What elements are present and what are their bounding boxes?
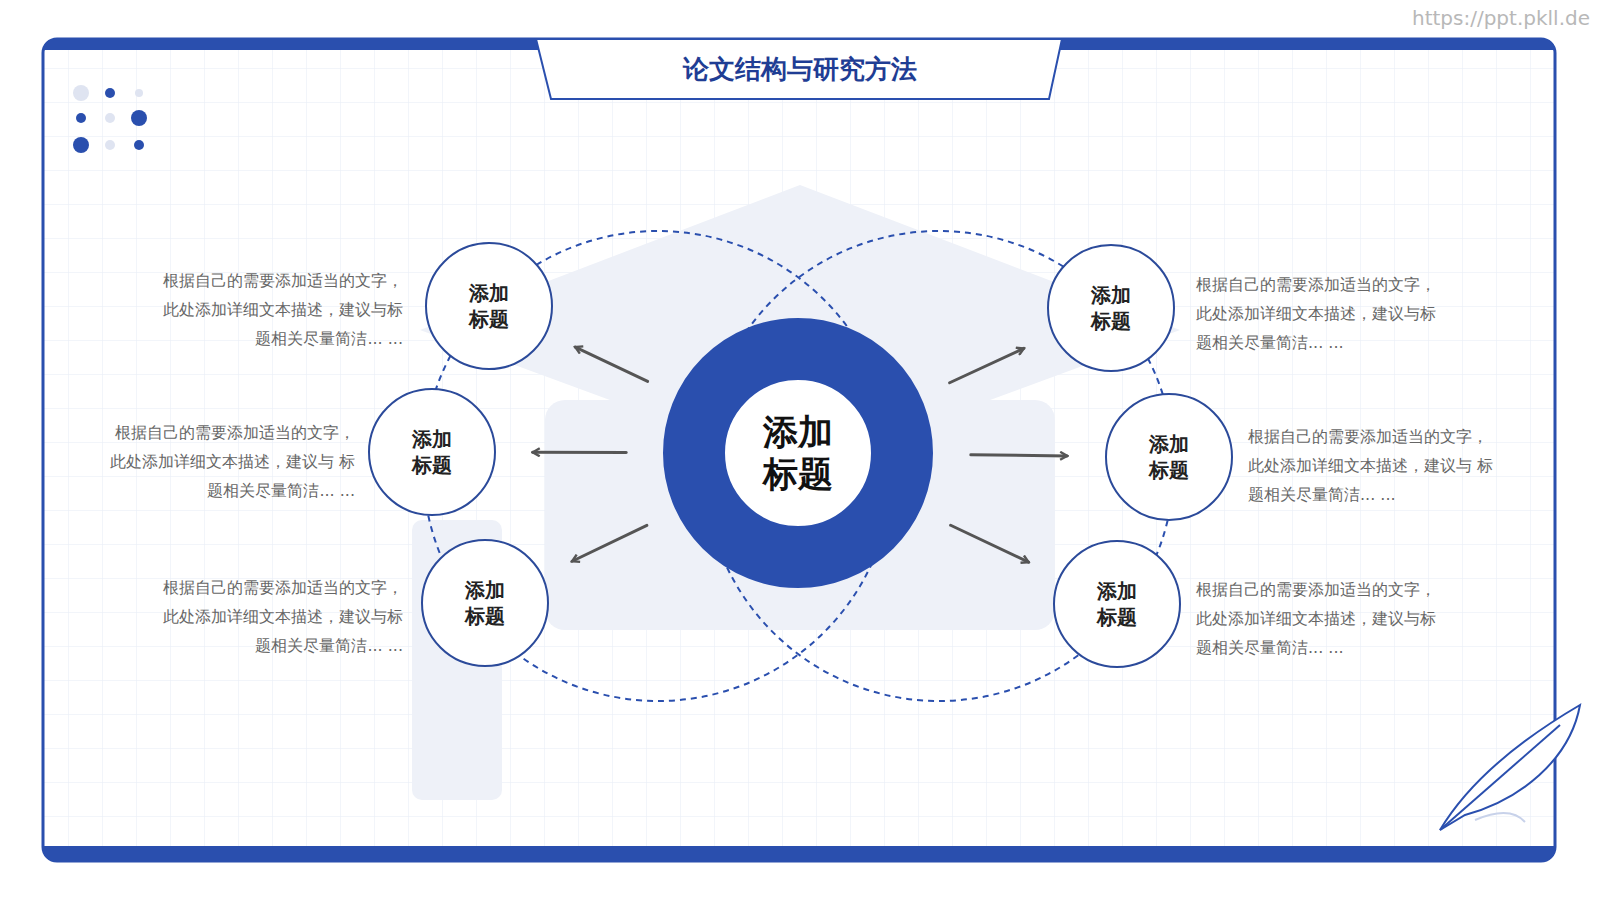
node-title: 添加 标题 [1093, 578, 1141, 630]
node-title: 添加 标题 [758, 411, 838, 495]
topic-circle: 添加 标题 [1047, 244, 1175, 372]
description-text: 根据自己的需要添加适当的文字， 此处添加详细文本描述，建议与标 题相关尽量简洁.… [151, 573, 403, 660]
slide-title: 论文结构与研究方法 [683, 52, 917, 87]
top-bar-right [1058, 39, 1555, 52]
node-title: 添加 标题 [461, 577, 509, 629]
arrow-connector [533, 451, 627, 454]
watermark: https://ppt.pkll.de [1412, 6, 1590, 30]
bottom-bar [43, 846, 1555, 861]
description-text: 根据自己的需要添加适当的文字， 此处添加详细文本描述，建议与标 题相关尽量简洁.… [1196, 575, 1448, 662]
arrow-connector [575, 347, 647, 381]
node-title: 添加 标题 [408, 426, 456, 478]
description-text: 根据自己的需要添加适当的文字， 此处添加详细文本描述，建议与 标题相关尽量简洁.… [103, 418, 355, 505]
topic-circle: 添加 标题 [421, 539, 549, 667]
arrow-connector [950, 348, 1024, 382]
description-text: 根据自己的需要添加适当的文字， 此处添加详细文本描述，建议与标 题相关尽量简洁.… [1196, 270, 1448, 357]
topic-circle: 添加 标题 [425, 242, 553, 370]
topic-circle: 添加 标题 [1105, 393, 1233, 521]
top-bar-left [43, 39, 540, 52]
frame [43, 39, 1555, 861]
topic-circle: 添加 标题 [368, 388, 496, 516]
arrow-connector [971, 455, 1067, 456]
feather-icon [1440, 705, 1580, 830]
arrow-connector [572, 525, 647, 561]
node-title: 添加 标题 [1145, 431, 1193, 483]
topic-circle: 添加 标题 [1053, 540, 1181, 668]
description-text: 根据自己的需要添加适当的文字， 此处添加详细文本描述，建议与标 题相关尽量简洁.… [151, 266, 403, 353]
center-circle: 添加 标题 [663, 318, 933, 588]
arrow-connector [951, 525, 1029, 562]
node-title: 添加 标题 [1087, 282, 1135, 334]
title-tab [536, 39, 1062, 99]
dot-grid [73, 85, 147, 153]
node-title: 添加 标题 [465, 280, 513, 332]
cap-illustration [412, 185, 1180, 800]
description-text: 根据自己的需要添加适当的文字， 此处添加详细文本描述，建议与 标题相关尽量简洁.… [1248, 422, 1500, 509]
grid-ground [44, 40, 1554, 860]
